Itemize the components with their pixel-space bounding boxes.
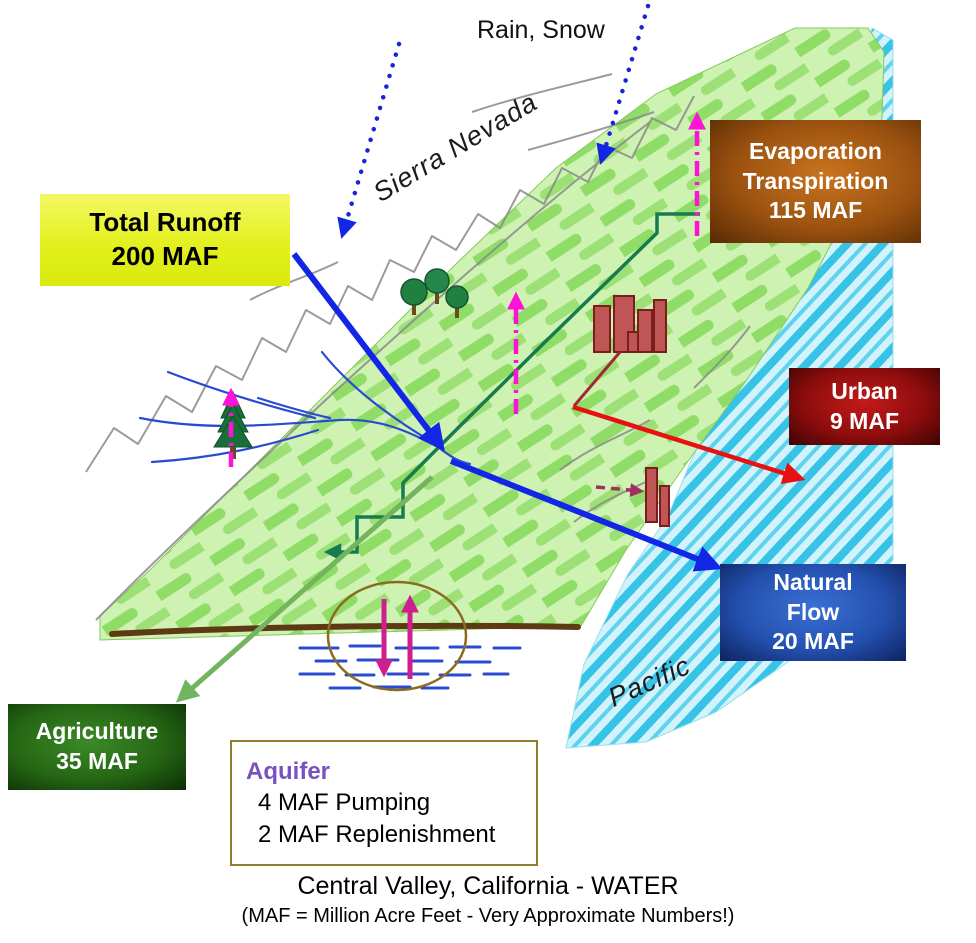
aquifer-box: Aquifer 4 MAF Pumping 2 MAF Replenishmen… [230,740,538,866]
caption-subtitle: (MAF = Million Acre Feet - Very Approxim… [241,905,735,927]
evaporation-line2: Transpiration [742,167,889,194]
rain-snow-label: Rain, Snow [477,16,605,44]
total-runoff-box: Total Runoff 200 MAF [40,194,290,286]
aquifer-title: Aquifer [246,758,330,786]
agriculture-line1: Agriculture [35,718,159,745]
canal-line [323,212,700,561]
urban-arrow [572,404,806,485]
urban-box: Urban 9 MAF [789,368,940,445]
total-runoff-line2: 200 MAF [111,241,219,271]
evaporation-line3: 115 MAF [768,197,863,224]
natural-flow-line3: 20 MAF [772,628,854,655]
evaporation-arrows [222,111,706,467]
urban-line2: 9 MAF [830,407,899,434]
aquifer-line2: 2 MAF Replenishment [258,820,496,848]
aquifer-circle [326,580,468,692]
city-connector-line [572,351,622,407]
evaporation-box: Evaporation Transpiration 115 MAF [710,120,921,243]
total-runoff-line1: Total Runoff [89,207,241,238]
natural-flow-line1: Natural [773,568,853,595]
valley-fields [99,27,885,641]
coastal-towers [645,467,670,527]
natural-flow-box: Natural Flow 20 MAF [720,564,906,661]
caption-title: Central Valley, California - WATER [297,872,679,900]
aquifer-line1: 4 MAF Pumping [258,789,431,817]
natural-flow-line2: Flow [786,598,840,625]
natural-flow-arrow [449,458,723,572]
agriculture-line2: 35 MAF [56,748,138,774]
valley-floor-line [109,622,581,637]
agriculture-arrow [175,475,434,703]
evaporation-line1: Evaporation [749,137,882,164]
agriculture-box: Agriculture 35 MAF [8,704,186,790]
total-runoff-arrow [291,252,445,452]
coastal-city-dashed-arrow [595,483,645,498]
aquifer-exchange-arrows [375,594,419,679]
rivers [138,350,472,466]
urban-line1: Urban [831,377,898,404]
city-buildings [593,295,667,353]
rain-snow-arrows [337,3,651,239]
